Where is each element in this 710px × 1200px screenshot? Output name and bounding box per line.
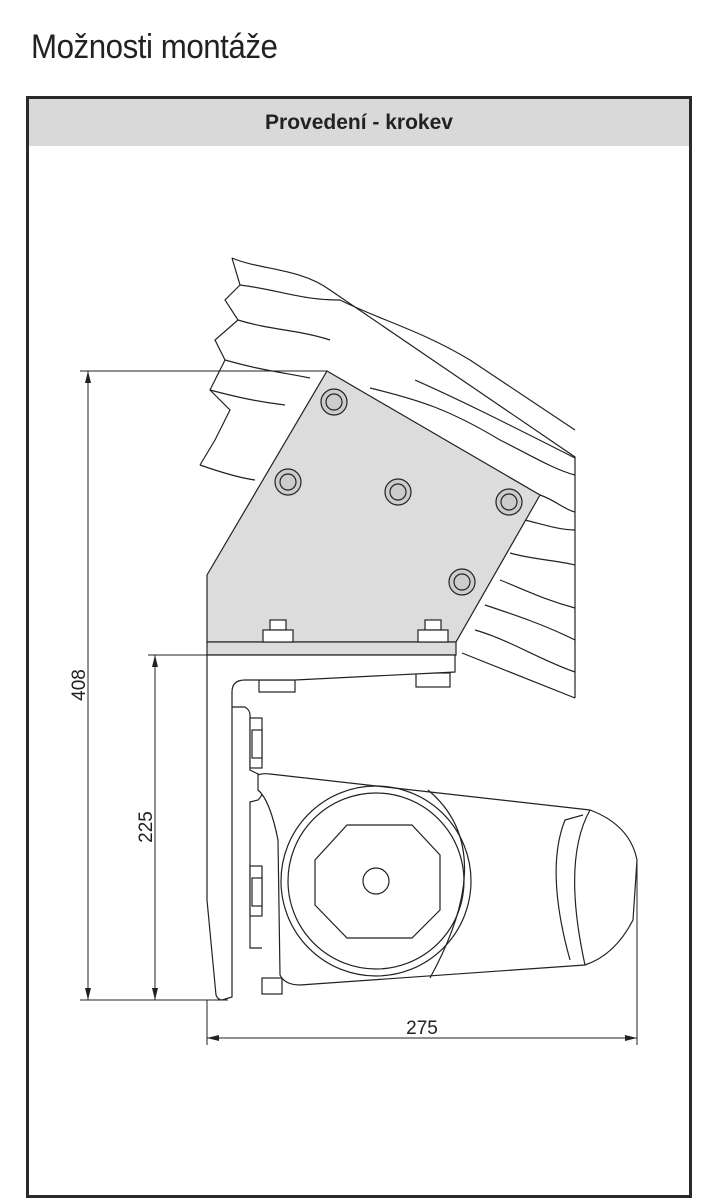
mounting-plate xyxy=(206,370,541,643)
bolt-icon xyxy=(495,488,523,516)
plate-bolts xyxy=(274,388,523,596)
dimension-275-label: 275 xyxy=(406,1018,438,1039)
motor-drum xyxy=(314,824,441,939)
dimension-lines xyxy=(80,370,638,1045)
page-title: Možnosti montáže xyxy=(31,28,278,66)
panel-header: Provedení - krokev xyxy=(29,99,689,146)
bolt-icon xyxy=(320,388,348,416)
bolt-icon xyxy=(384,478,412,506)
motor-shaft-icon xyxy=(362,867,390,895)
base-bar xyxy=(206,641,457,656)
base-nuts xyxy=(258,619,451,693)
motor-housing xyxy=(257,773,638,986)
bolt-icon xyxy=(448,568,476,596)
bolt-icon xyxy=(274,468,302,496)
mounting-option-panel: Provedení - krokev xyxy=(26,96,692,1198)
dimension-225-label: 225 xyxy=(136,811,157,843)
dimension-408-label: 408 xyxy=(69,669,90,701)
mounting-bracket xyxy=(206,654,456,1001)
